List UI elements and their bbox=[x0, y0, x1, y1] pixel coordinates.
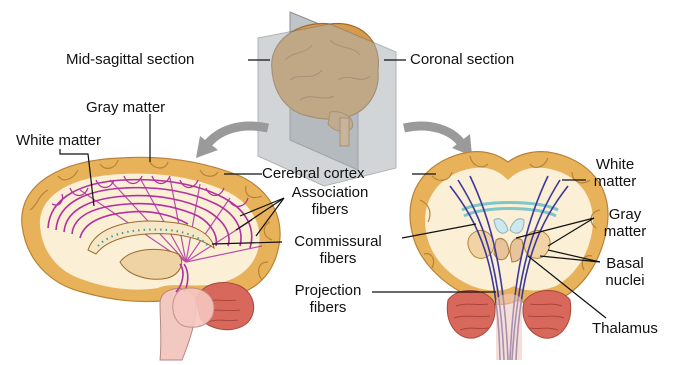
label-cerebral-cortex: Cerebral cortex bbox=[262, 165, 365, 182]
label-projection-fibers: Projection fibers bbox=[282, 282, 374, 316]
coronal-cerebellum-left bbox=[447, 290, 495, 338]
label-mid-sagittal-section: Mid-sagittal section bbox=[66, 51, 194, 68]
label-coronal-section: Coronal section bbox=[410, 51, 514, 68]
label-white-matter-right-line2: matter bbox=[586, 173, 644, 190]
label-basal-nuclei-line1: Basal bbox=[600, 255, 650, 272]
coronal-brain bbox=[410, 152, 608, 360]
label-gray-matter-left: Gray matter bbox=[86, 99, 165, 116]
label-gray-matter-right-line2: matter bbox=[596, 223, 654, 240]
label-basal-nuclei-line2: nuclei bbox=[600, 272, 650, 289]
label-association-line1: Association bbox=[282, 184, 378, 201]
coronal-cerebellum-right bbox=[523, 290, 571, 338]
section-planes-brain bbox=[258, 12, 396, 186]
sagittal-brain bbox=[22, 157, 280, 360]
label-thalamus: Thalamus bbox=[592, 320, 658, 337]
label-white-matter-right: White matter bbox=[586, 156, 644, 190]
label-white-matter-left: White matter bbox=[16, 132, 101, 149]
mid-sagittal-plane bbox=[258, 24, 396, 186]
label-association-fibers: Association fibers bbox=[282, 184, 378, 218]
label-basal-nuclei: Basal nuclei bbox=[600, 255, 650, 289]
label-commissural-fibers: Commissural fibers bbox=[278, 233, 398, 267]
label-association-line2: fibers bbox=[282, 201, 378, 218]
label-commissural-line1: Commissural bbox=[278, 233, 398, 250]
label-gray-matter-right: Gray matter bbox=[596, 206, 654, 240]
label-gray-matter-right-line1: Gray bbox=[596, 206, 654, 223]
label-white-matter-right-line1: White bbox=[586, 156, 644, 173]
label-projection-line2: fibers bbox=[282, 299, 374, 316]
label-commissural-line2: fibers bbox=[278, 250, 398, 267]
label-projection-line1: Projection bbox=[282, 282, 374, 299]
